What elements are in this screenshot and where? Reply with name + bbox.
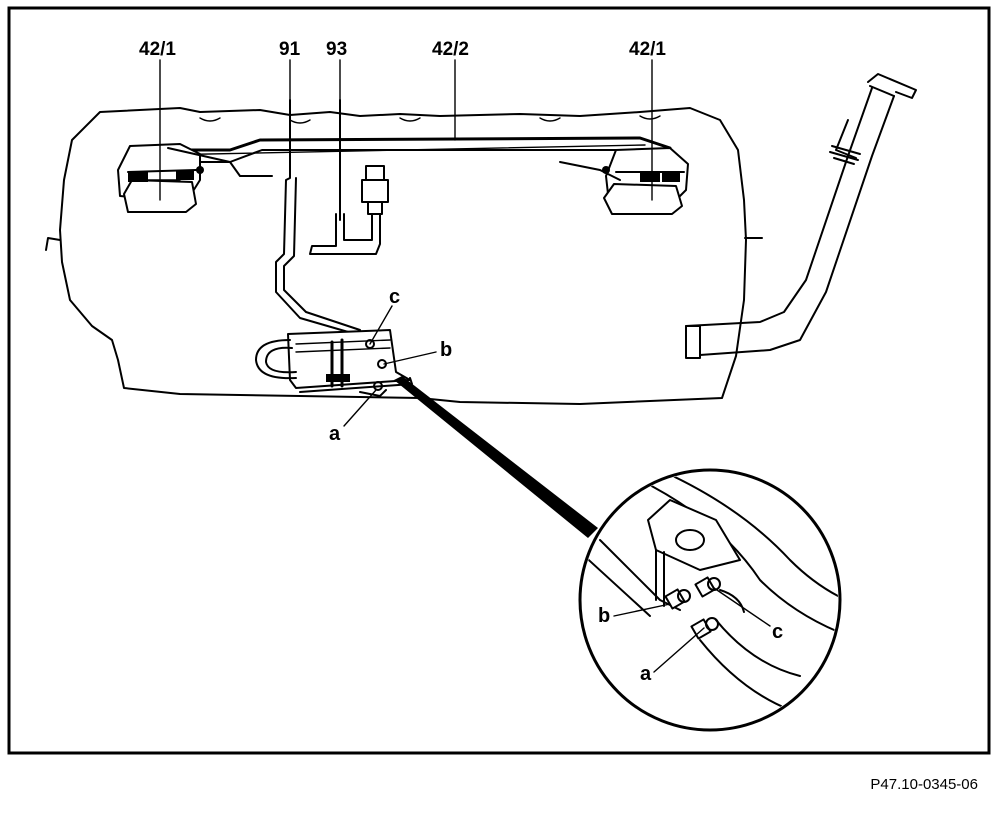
connector-c: [694, 576, 721, 598]
detail-callout: [394, 376, 598, 538]
fuel-line-93: [309, 99, 389, 255]
fuel-line-91: [275, 99, 363, 337]
fuel-pump-module: [255, 329, 413, 397]
figure-reference: P47.10-0345-06: [870, 776, 978, 793]
label-pump-a: a: [329, 423, 341, 445]
fuel-tank: [45, 107, 763, 405]
mounting-rail: [146, 136, 672, 163]
diagram-border: [7, 6, 991, 755]
left-mount-bracket: [117, 143, 273, 213]
label-pump-b: b: [440, 339, 452, 361]
label-pump-c: c: [389, 286, 400, 308]
label-detail-b: b: [598, 605, 610, 627]
connector-a: [690, 617, 719, 640]
label-detail-a: a: [640, 663, 652, 685]
label-91: 91: [279, 39, 301, 60]
label-42-2: 42/2: [432, 39, 469, 60]
label-42-1-left: 42/1: [139, 39, 176, 60]
leader-lines: [159, 59, 771, 673]
label-detail-c: c: [772, 621, 783, 643]
label-42-1-right: 42/1: [629, 39, 666, 60]
filler-neck: [685, 73, 917, 359]
detail-view: [578, 468, 842, 732]
label-93: 93: [326, 39, 347, 60]
right-mount-bracket: [559, 147, 689, 215]
